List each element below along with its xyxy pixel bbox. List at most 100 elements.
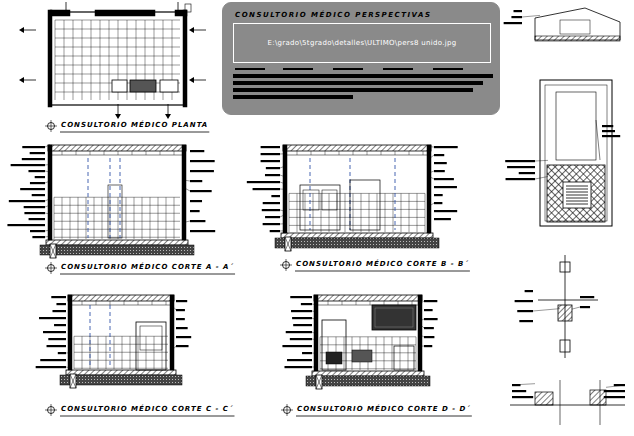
- note-bar: [48, 338, 66, 340]
- cad-line: [48, 155, 186, 156]
- cad-line: [522, 15, 540, 17]
- note-bar: [507, 166, 535, 168]
- note-bar: [261, 160, 280, 162]
- file-path: E:\grado\5tgrado\detalles\ULTIMO\pers8 u…: [268, 39, 457, 47]
- cad-line: [345, 193, 346, 232]
- cad-rect: [70, 374, 76, 388]
- cad-line: [285, 237, 291, 251]
- note-bar: [302, 352, 312, 354]
- cad-line: [54, 197, 55, 239]
- cad-line: [412, 301, 413, 305]
- cad-line: [146, 336, 147, 369]
- cad-line: [91, 20, 92, 100]
- cad-line: [82, 20, 83, 100]
- cad-line: [566, 204, 588, 205]
- cad-line: [62, 151, 63, 155]
- note-bar: [266, 167, 280, 169]
- cad-line: [174, 346, 176, 348]
- cad-line: [280, 210, 286, 211]
- cad-line: [54, 205, 180, 206]
- cad-rect: [322, 320, 346, 370]
- cad-line: [24, 80, 36, 81]
- note-bar: [52, 310, 66, 312]
- note-bar: [262, 209, 280, 211]
- cad-line: [367, 151, 368, 155]
- note-bar: [434, 162, 447, 164]
- cad-line: [422, 346, 424, 347]
- cad-line: [408, 337, 409, 370]
- note-bar: [519, 320, 533, 322]
- cad-line: [312, 332, 317, 334]
- note-bar: [190, 230, 215, 232]
- note-bar: [51, 296, 66, 298]
- cad-line: [289, 217, 425, 218]
- note-bar: [40, 359, 66, 361]
- cad-rect: [314, 295, 318, 371]
- cad-rect: [352, 350, 372, 362]
- note-bar: [291, 310, 312, 312]
- cad-line: [280, 175, 286, 177]
- cad-line: [55, 65, 180, 66]
- cad-line: [82, 336, 83, 369]
- view-title: CONSULTORIO MÉDICO CORTE C - C´: [60, 405, 234, 414]
- cad-line: [45, 171, 50, 173]
- cad-line: [566, 201, 588, 202]
- note-bar: [602, 130, 615, 132]
- panel-notes: [223, 3, 501, 116]
- cad-line: [152, 301, 153, 305]
- cad-line: [51, 120, 52, 132]
- cad-line: [393, 193, 394, 232]
- cad-line: [422, 301, 424, 302]
- note-bar: [424, 327, 434, 329]
- note-bar: [580, 296, 594, 298]
- cad-rect: [560, 20, 590, 34]
- cad-line: [320, 337, 321, 370]
- cad-line: [88, 158, 89, 238]
- cad-line: [54, 237, 180, 238]
- cad-line: [361, 193, 362, 232]
- note-bar: [20, 188, 45, 190]
- note-bar: [176, 300, 187, 302]
- cad-rect: [48, 145, 186, 151]
- cad-line: [54, 221, 180, 222]
- cad-line: [280, 214, 286, 217]
- cad-line: [142, 197, 143, 239]
- cad-line: [55, 29, 180, 30]
- cad-line: [158, 197, 159, 239]
- cad-line: [74, 360, 168, 361]
- cad-rect: [50, 12, 185, 105]
- cad-rect: [95, 10, 155, 16]
- cad-line: [70, 374, 76, 388]
- cad-line: [54, 213, 180, 214]
- cad-line: [596, 120, 600, 160]
- note-bar: [176, 345, 189, 347]
- cad-line: [296, 416, 472, 417]
- cad-line: [64, 20, 65, 100]
- cad-line: [186, 189, 190, 191]
- note-bar: [7, 224, 45, 226]
- view-title: CONSULTORIO MÉDICO CORTE D - D´: [296, 405, 472, 414]
- cad-line: [100, 20, 101, 100]
- cad-line: [606, 396, 625, 398]
- view-title: CONSULTORIO MÉDICO CORTE B - B´: [295, 260, 470, 269]
- cad-line: [132, 151, 133, 155]
- cad-line: [566, 186, 588, 187]
- cad-line: [126, 197, 127, 239]
- cad-line: [535, 160, 548, 162]
- cad-rect: [322, 190, 337, 210]
- cad-rect: [48, 10, 52, 107]
- cad-line: [320, 344, 416, 345]
- cad-line: [310, 158, 311, 230]
- cad-line: [392, 337, 393, 370]
- cad-line: [66, 367, 71, 369]
- note-bar: [30, 152, 45, 154]
- cad-line: [45, 236, 50, 238]
- note-bar: [511, 16, 522, 18]
- note-bar: [512, 390, 526, 392]
- cad-rect: [130, 80, 156, 92]
- cad-rect: [136, 322, 166, 370]
- cad-rect: [560, 262, 570, 272]
- note-bar: [434, 218, 451, 220]
- cad-line: [24, 30, 36, 31]
- cad-line: [356, 301, 357, 305]
